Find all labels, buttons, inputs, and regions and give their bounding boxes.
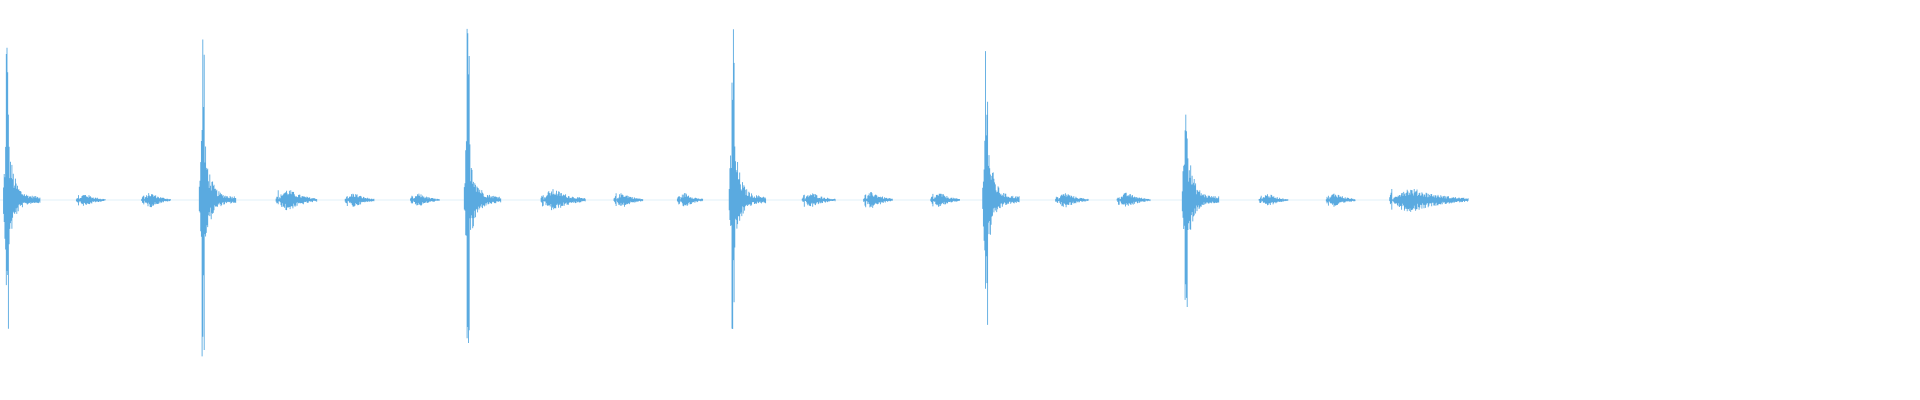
waveform-burst	[728, 29, 767, 329]
waveform-burst	[1258, 194, 1289, 206]
waveform-burst	[463, 28, 502, 343]
waveform-burst	[1181, 114, 1220, 307]
waveform-burst	[344, 193, 375, 207]
waveform-burst	[141, 193, 171, 208]
waveform-burst	[275, 190, 318, 211]
waveform-burst	[75, 195, 106, 206]
waveform-burst	[540, 189, 586, 211]
waveform-burst	[1055, 193, 1089, 208]
waveform-burst	[930, 193, 960, 207]
waveform-burst	[801, 193, 836, 207]
waveform-burst	[676, 193, 704, 207]
waveform-bursts	[0, 28, 1469, 357]
waveform-burst	[982, 51, 1020, 325]
waveform-burst	[3, 47, 41, 329]
waveform-burst	[410, 193, 440, 206]
waveform-burst	[613, 193, 644, 207]
waveform-burst	[198, 39, 237, 357]
waveform-burst	[1116, 192, 1151, 207]
waveform-burst	[1389, 189, 1469, 212]
waveform-burst	[1325, 193, 1356, 207]
waveform-burst	[863, 192, 893, 208]
